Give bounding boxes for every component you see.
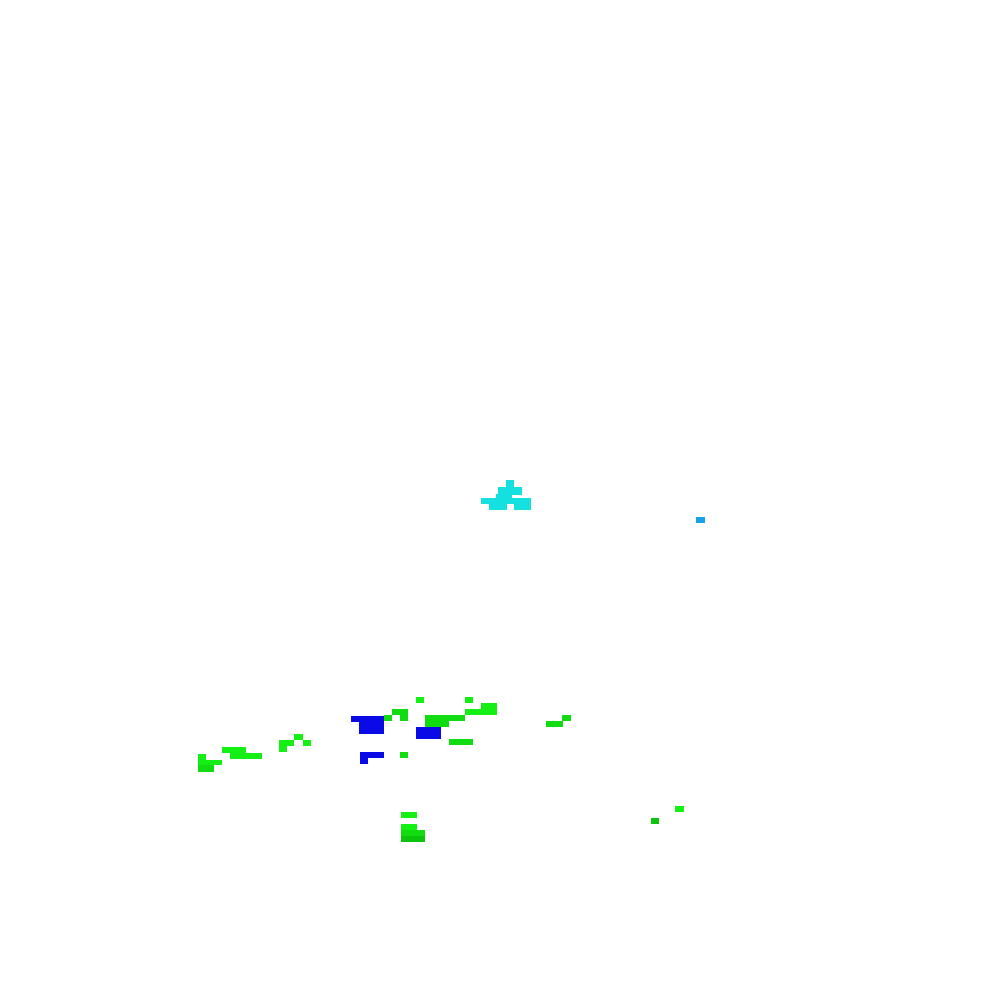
- green-pixel: [401, 824, 417, 830]
- cyan-pixel: [489, 503, 507, 510]
- cyan-pixel: [506, 480, 514, 488]
- green-pixel: [401, 812, 417, 818]
- green-pixel: [384, 715, 392, 721]
- green-pixel: [562, 715, 571, 721]
- green-pixel: [198, 754, 206, 760]
- cyan-pixel: [496, 494, 512, 500]
- blue-pixel: [360, 758, 368, 764]
- green-pixel: [425, 715, 465, 721]
- green-pixel: [303, 740, 311, 746]
- green-pixel: [400, 752, 408, 758]
- green-pixel: [198, 765, 214, 772]
- green-pixel: [465, 709, 497, 715]
- green-pixel: [416, 697, 424, 703]
- cyan-pixel: [481, 498, 531, 504]
- green-pixel: [401, 830, 425, 836]
- cyan-pixel: [498, 487, 522, 495]
- blue-pixel: [359, 722, 384, 734]
- green-pixel: [401, 836, 425, 842]
- blue-pixel: [416, 727, 441, 739]
- green-pixel: [392, 709, 408, 715]
- green-pixel: [222, 747, 246, 753]
- sky-marker: [696, 517, 705, 523]
- green-pixel: [294, 734, 303, 740]
- green-pixel: [481, 703, 497, 709]
- green-pixel: [400, 715, 408, 721]
- green-pixel: [279, 746, 287, 752]
- blue-pixel: [351, 716, 384, 722]
- green-pixel: [651, 818, 659, 824]
- green-pixel: [230, 753, 262, 759]
- green-pixel: [425, 721, 449, 727]
- cyan-pixel: [514, 503, 531, 510]
- green-pixel: [675, 806, 684, 812]
- green-pixel: [279, 740, 294, 746]
- green-pixel: [449, 739, 473, 745]
- green-pixel: [198, 760, 222, 765]
- blue-pixel: [360, 752, 384, 758]
- green-pixel: [465, 697, 473, 703]
- green-pixel: [546, 721, 563, 727]
